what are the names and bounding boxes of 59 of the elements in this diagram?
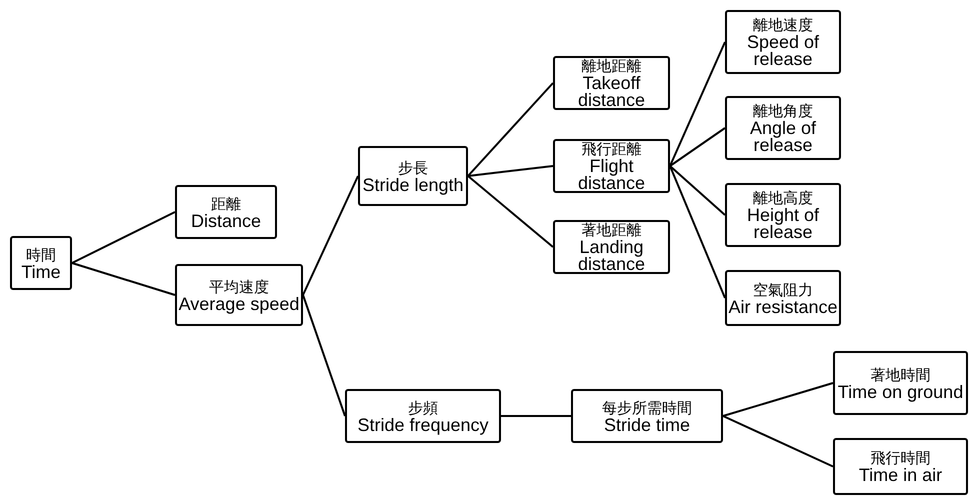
chinese-label: 著地時間 [870,366,930,384]
chinese-label: 時間 [26,246,56,264]
connector-line [467,175,554,248]
label-box [725,96,841,160]
chinese-label: 離地距離 [582,57,642,75]
label-box [10,236,72,290]
label-box [553,56,670,110]
connector-line [722,415,834,468]
connector-line [669,42,726,166]
chinese-label: 飛行時間 [870,449,930,467]
label-box [725,10,841,74]
english-label: Stride time [604,416,690,434]
chinese-label: 平均速度 [209,278,269,296]
english-label: Air resistance [728,298,838,316]
connector-line [669,165,726,216]
chinese-label: 著地距離 [582,221,642,239]
label-box [833,438,968,495]
connector-line [468,165,554,177]
label-box [175,185,277,239]
label-box [345,389,501,443]
english-label: Landing distance [576,239,646,273]
label-box [571,389,723,443]
english-label: Time [21,264,61,280]
label-box [175,264,303,326]
english-label: Time in air [858,467,942,484]
label-box [725,270,841,326]
label-box [833,351,968,415]
connector-line [501,415,571,417]
chinese-label: 步長 [398,158,428,176]
english-label: Flight distance [576,158,646,192]
label-box [553,220,670,274]
chinese-label: 步頻 [408,398,438,416]
label-box [358,146,468,206]
english-label: Distance [190,212,262,230]
connector-line [72,211,176,264]
chinese-label: 飛行距離 [582,140,642,158]
english-label: Takeoff distance [576,75,646,109]
connector-line [669,127,726,167]
english-label: Time on ground [838,384,964,400]
connector-line [722,382,834,417]
english-label: Stride frequency [357,416,489,434]
label-box [553,139,670,193]
chinese-label: 每步所需時間 [602,398,692,416]
chinese-label: 離地角度 [753,102,813,120]
english-label: Height of release [746,207,820,241]
english-label: Average speed [178,296,300,312]
chinese-label: 空氣阻力 [753,280,813,298]
label-box [725,183,841,247]
connector-line [302,176,359,296]
english-label: Speed of release [746,34,820,68]
chinese-label: 離地高度 [753,189,813,207]
connector-line [467,82,554,177]
chinese-label: 距離 [211,194,241,212]
chinese-label: 離地速度 [753,16,813,34]
connector-line [302,294,346,416]
connector-line [669,166,726,298]
connector-line [72,262,176,296]
english-label: Stride length [362,176,464,194]
english-label: Angle of release [748,120,818,154]
